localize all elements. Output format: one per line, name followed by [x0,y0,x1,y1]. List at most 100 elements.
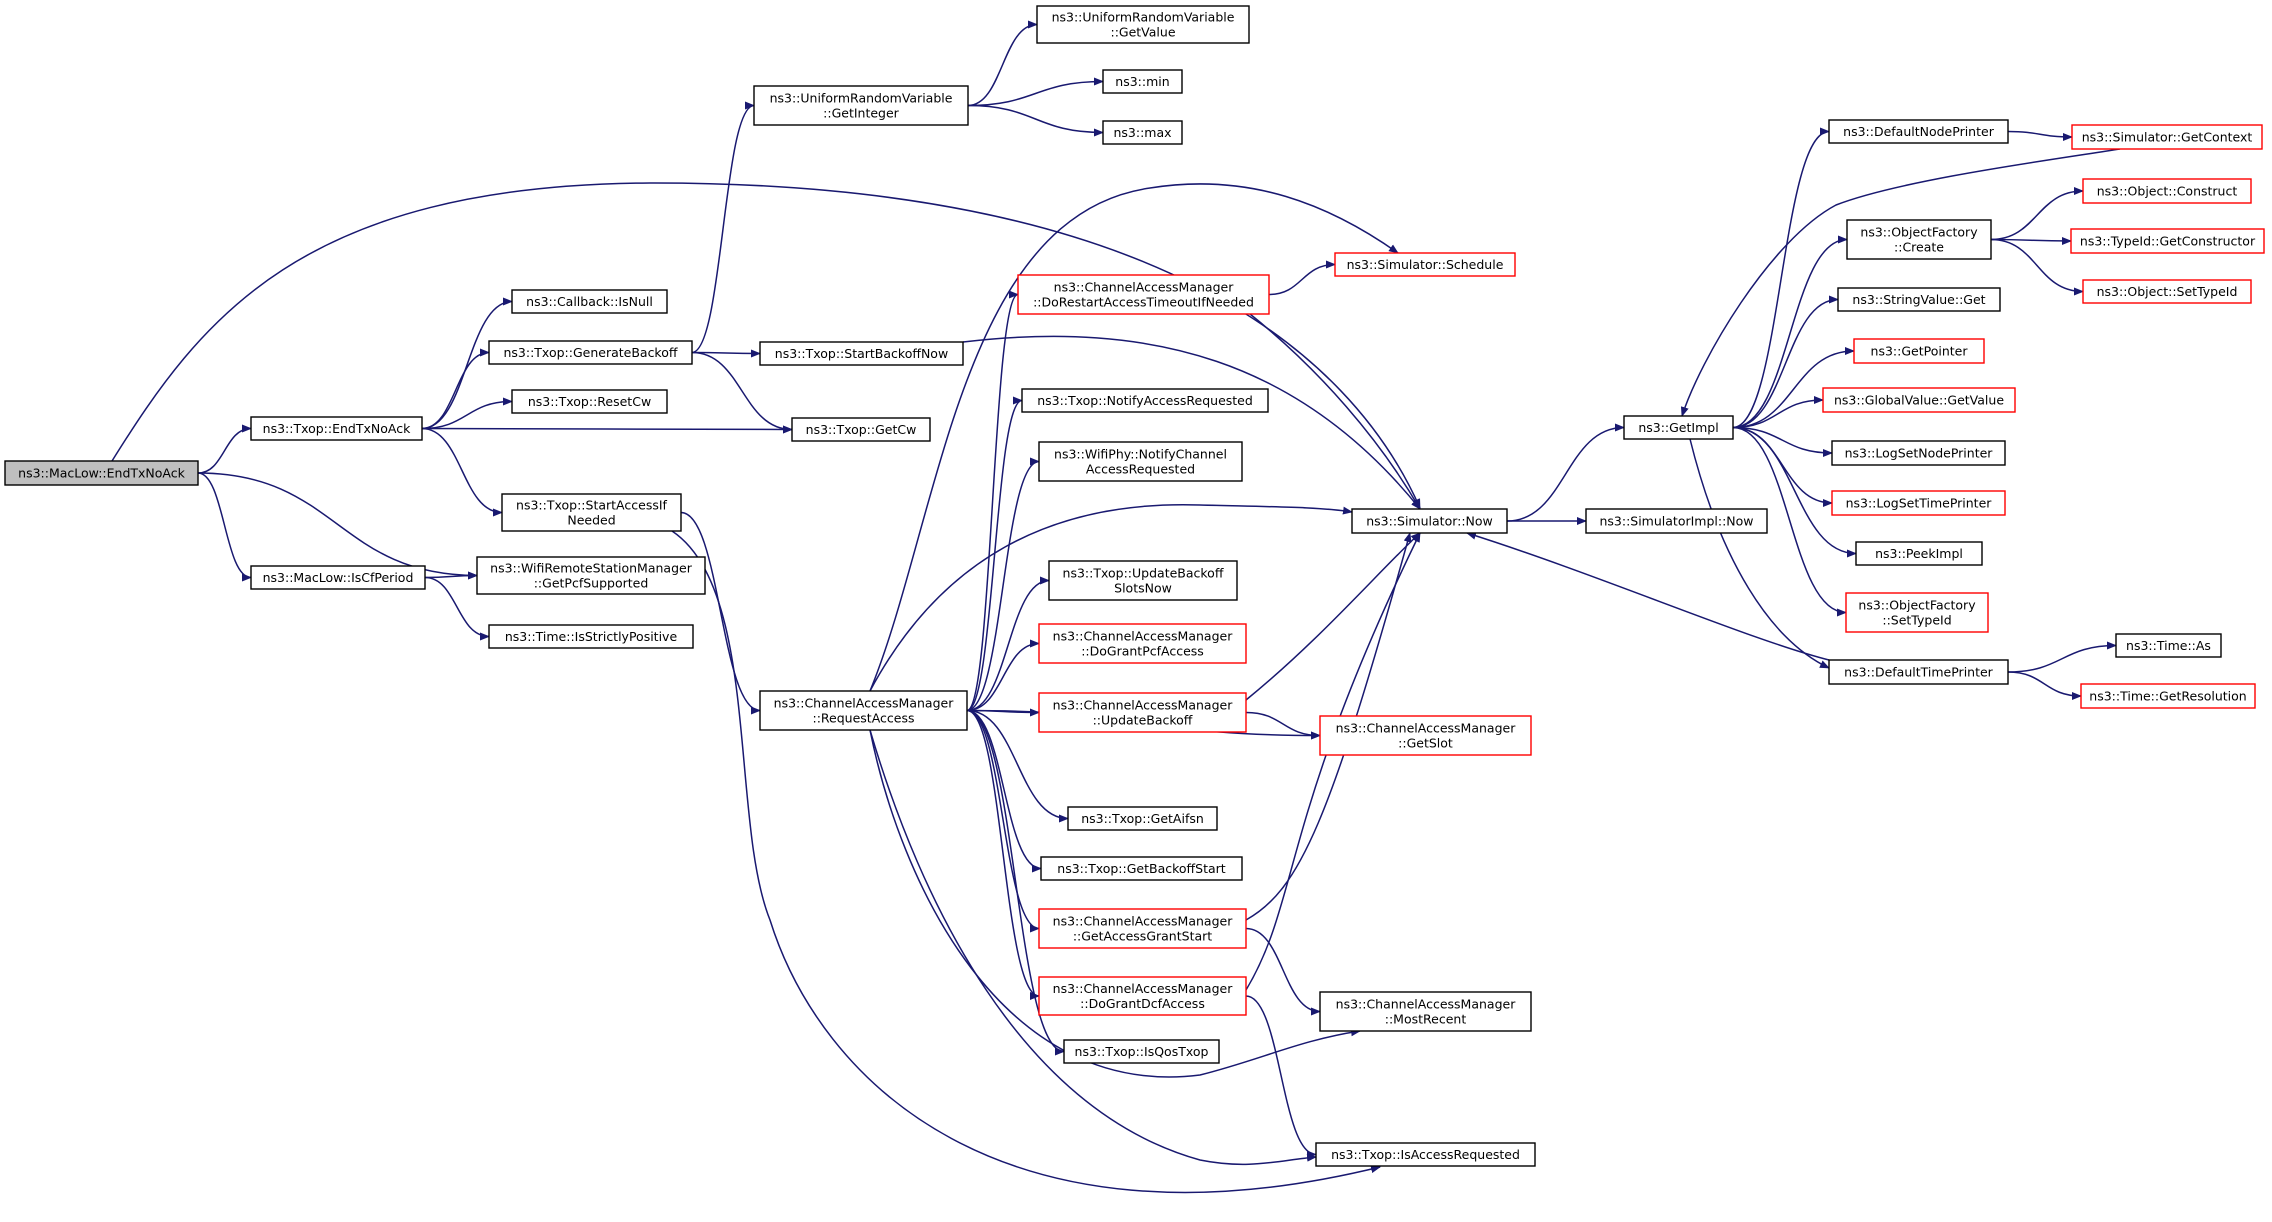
call-edge [421,427,503,517]
function-node[interactable]: ns3::ChannelAccessManager::GetAccessGran… [1038,908,1247,949]
function-node[interactable]: ns3::SimulatorImpl::Now [1585,508,1768,534]
node-label: ::GetValue [1110,25,1175,40]
function-node[interactable]: ns3::Txop::GetAifsn [1067,806,1218,831]
function-node[interactable]: ns3::GetImpl [1623,415,1734,440]
function-node[interactable]: ns3::Txop::GetCw [791,417,931,442]
function-node[interactable]: ns3::Txop::IsAccessRequested [1315,1142,1536,1167]
function-node[interactable]: ns3::Simulator::Schedule [1334,252,1516,277]
function-node[interactable]: ns3::Time::GetResolution [2080,683,2256,709]
call-edge [1732,347,1855,429]
call-edge [1249,313,1421,510]
function-node[interactable]: ns3::Callback::IsNull [511,289,668,314]
node-box [4,460,199,486]
call-edge [1245,927,1321,1016]
function-node[interactable]: ns3::Object::Construct [2082,178,2252,204]
function-node[interactable]: ns3::Txop::EndTxNoAck [250,416,423,441]
function-node[interactable]: ns3::WifiPhy::NotifyChannelAccessRequest… [1038,441,1243,482]
node-box [1102,69,1183,94]
function-node[interactable]: ns3::Txop::NotifyAccessRequested [1021,388,1269,413]
call-edge [869,729,1317,1166]
function-node[interactable]: ns3::Object::SetTypeId [2082,279,2252,304]
function-node[interactable]: ns3::ObjectFactory::Create [1846,219,1992,260]
node-label: ns3::DefaultNodePrinter [1843,124,1995,139]
node-label: ns3::Time::IsStrictlyPositive [505,629,678,644]
call-edge [1732,426,1857,558]
function-node[interactable]: ns3::StringValue::Get [1837,287,2001,312]
call-edge [967,20,1038,107]
node-label: ns3::GetImpl [1638,420,1718,435]
node-box [2070,228,2265,254]
function-node[interactable]: ns3::Txop::StartBackoffNow [759,341,964,366]
node-box [2071,124,2263,150]
node-label: ns3::Txop::GetBackoffStart [1057,861,1226,876]
node-box [759,341,964,366]
call-edge [1990,238,2084,296]
node-label: ns3::Txop::GenerateBackoff [503,345,677,360]
node-label: ::Create [1894,240,1944,255]
node-label: ns3::ChannelAccessManager [1053,914,1234,929]
node-label: ns3::min [1115,74,1169,89]
function-node[interactable]: ns3::Time::IsStrictlyPositive [488,624,694,649]
call-edge [1466,531,1830,661]
node-label: ::GetSlot [1398,736,1453,751]
function-node[interactable]: ns3::MacLow::EndTxNoAck [4,460,199,486]
function-node[interactable]: ns3::MacLow::IsCfPeriod [250,565,426,590]
call-edge [2007,130,2073,141]
function-node[interactable]: ns3::ChannelAccessManager::DoGrantPcfAcc… [1038,623,1247,664]
function-node[interactable]: ns3::Txop::IsQosTxop [1063,1039,1220,1064]
call-edge [2007,671,2082,700]
node-box [511,389,668,414]
function-node[interactable]: ns3::Txop::GenerateBackoff [488,340,693,365]
function-node[interactable]: ns3::TypeId::GetConstructor [2070,228,2265,254]
function-node[interactable]: ns3::PeekImpl [1855,541,1983,566]
node-label: ::GetInteger [823,106,900,121]
node-box [1063,1039,1220,1064]
node-box [1319,991,1532,1032]
call-edge [671,530,1381,1194]
function-node[interactable]: ns3::Txop::ResetCw [511,389,668,414]
function-node[interactable]: ns3::Time::As [2115,633,2222,658]
function-node[interactable]: ns3::UniformRandomVariable::GetValue [1036,5,1250,44]
function-node[interactable]: ns3::DefaultNodePrinter [1828,119,2009,144]
node-box [1855,541,1983,566]
node-label: ns3::ObjectFactory [1860,225,1978,240]
function-node[interactable]: ns3::ChannelAccessManager::GetSlot [1319,715,1532,756]
call-edge [691,351,793,434]
function-node[interactable]: ns3::GlobalValue::GetValue [1822,387,2016,413]
node-label: ::GetAccessGrantStart [1073,929,1212,944]
call-edge [1245,532,1421,701]
function-node[interactable]: ns3::UniformRandomVariable::GetInteger [753,85,969,126]
function-node[interactable]: ns3::LogSetNodePrinter [1831,440,2006,466]
node-label: ns3::ChannelAccessManager [1053,629,1234,644]
edge-layer [111,20,2121,1194]
function-node[interactable]: ns3::LogSetTimePrinter [1831,490,2006,516]
function-node[interactable]: ns3::min [1102,69,1183,94]
node-label: ns3::MacLow::IsCfPeriod [263,570,414,585]
node-box [1831,440,2006,466]
function-node[interactable]: ns3::Txop::GetBackoffStart [1040,856,1243,881]
node-label: ::DoGrantDcfAccess [1080,996,1205,1011]
function-node[interactable]: ns3::max [1102,120,1183,145]
node-box [1853,338,1985,364]
function-node[interactable]: ns3::ObjectFactory::SetTypeId [1845,592,1989,633]
node-label: ns3::Simulator::GetContext [2082,130,2253,145]
function-node[interactable]: ns3::ChannelAccessManager::UpdateBackoff [1038,692,1247,733]
node-box [488,624,694,649]
function-node[interactable]: ns3::ChannelAccessManager::MostRecent [1319,991,1532,1032]
function-node[interactable]: ns3::ChannelAccessManager::DoRestartAcce… [1017,274,1270,315]
function-node[interactable]: ns3::ChannelAccessManager::RequestAccess [759,690,968,731]
function-node[interactable]: ns3::Simulator::Now [1351,508,1508,534]
node-box [1351,508,1508,534]
node-label: ns3::WifiRemoteStationManager [490,561,693,576]
node-box [1846,219,1992,260]
function-node[interactable]: ns3::WifiRemoteStationManager::GetPcfSup… [476,556,706,595]
function-node[interactable]: ns3::ChannelAccessManager::DoGrantDcfAcc… [1038,976,1247,1016]
call-edge [966,396,1023,712]
function-node[interactable]: ns3::Simulator::GetContext [2071,124,2263,150]
node-label: SlotsNow [1114,581,1172,596]
function-node[interactable]: ns3::GetPointer [1853,338,1985,364]
function-node[interactable]: ns3::DefaultTimePrinter [1828,659,2009,685]
node-box [476,556,706,595]
